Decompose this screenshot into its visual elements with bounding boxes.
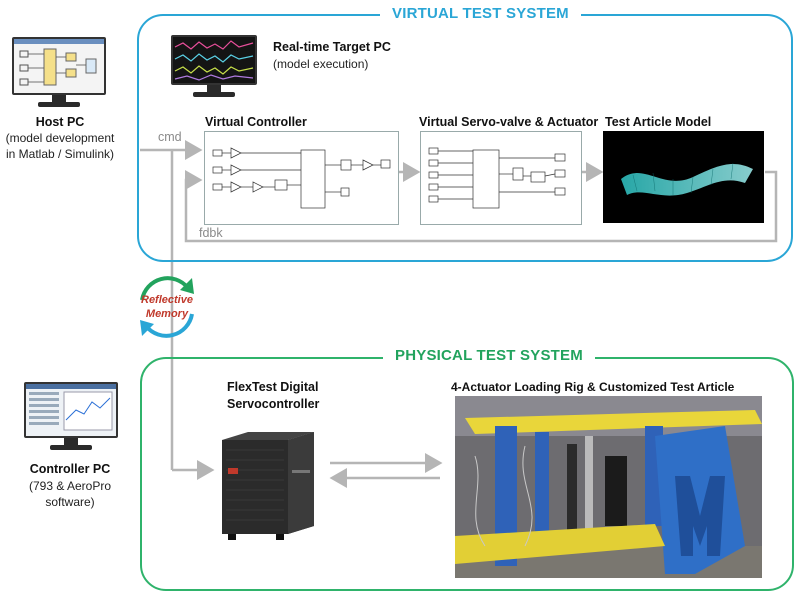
target-pc-sub: (model execution): [273, 57, 369, 71]
controller-software-screen: [26, 384, 116, 431]
controller-pc-label: Controller PC: [29, 462, 111, 476]
controller-pc-monitor: [24, 382, 118, 452]
controller-pc-sub1: (793 & AeroPro: [28, 479, 112, 493]
test-article-label: Test Article Model: [605, 115, 712, 129]
host-pc-sub2: in Matlab / Simulink): [5, 147, 115, 161]
realtime-plot-screen: [173, 37, 255, 83]
fdbk-loop: [184, 170, 778, 243]
host-pc-monitor: [12, 37, 106, 109]
servocontroller-label2: Servocontroller: [227, 397, 320, 411]
virtual-controller-label: Virtual Controller: [205, 115, 307, 129]
cmd-label: cmd: [158, 130, 182, 144]
simulink-block-diagram: [14, 39, 104, 86]
target-pc-label: Real-time Target PC: [273, 40, 391, 54]
loading-rig-photo: [455, 396, 762, 578]
servocontroller-image: [218, 430, 318, 542]
reflective-memory-line1: Reflective: [141, 294, 193, 306]
physical-test-system-title: PHYSICAL TEST SYSTEM: [383, 347, 595, 364]
host-pc-label: Host PC: [35, 115, 85, 129]
host-pc-sub1: (model development: [5, 131, 115, 145]
virtual-servo-label: Virtual Servo-valve & Actuator: [419, 115, 599, 129]
fdbk-label: fdbk: [199, 226, 223, 240]
controller-pc-sub2: software): [45, 495, 95, 509]
target-pc-monitor: [171, 35, 257, 99]
virtual-controller-diagram: [204, 131, 399, 225]
cycle-arrows-icon: [140, 276, 194, 338]
reflective-memory-line2: Memory: [145, 308, 189, 320]
surface-plot-image: [603, 131, 764, 223]
virtual-servo-diagram: [420, 131, 582, 225]
loading-rig-label: 4-Actuator Loading Rig & Customized Test…: [451, 380, 735, 394]
virtual-test-system-title: VIRTUAL TEST SYSTEM: [380, 5, 581, 22]
servocontroller-label1: FlexTest Digital: [227, 380, 319, 394]
